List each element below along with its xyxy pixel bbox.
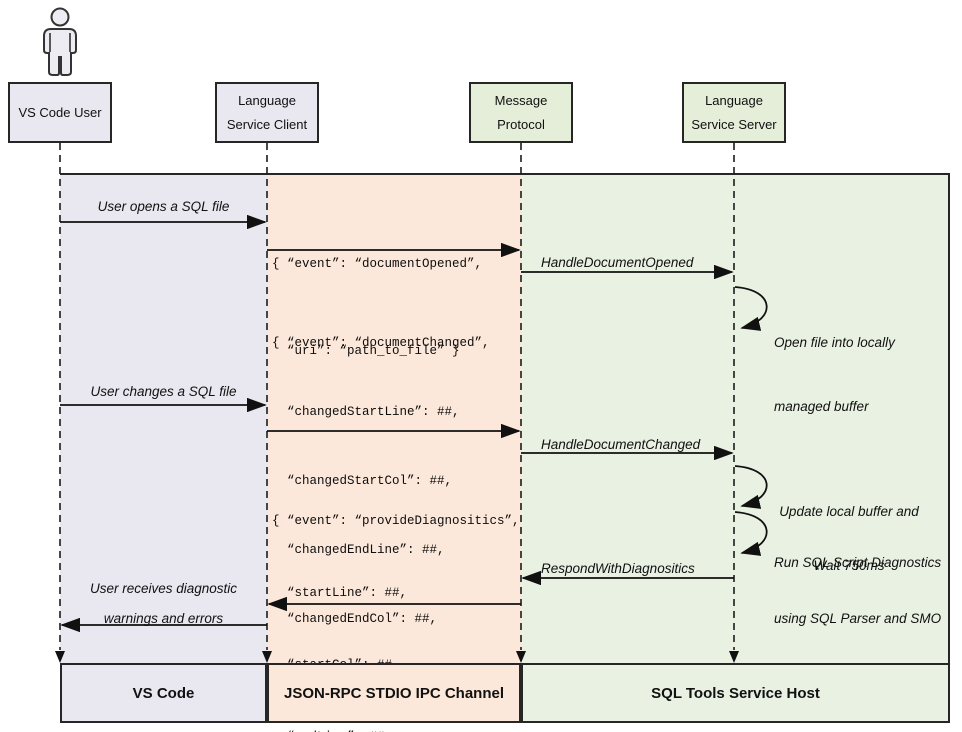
payload-line: “uri”: “path_to_file” }: [272, 344, 460, 358]
actor-person-icon: [43, 7, 77, 76]
lane-vscode: [60, 175, 267, 663]
actor-label: Language: [705, 92, 763, 108]
actor-label: VS Code User: [18, 104, 102, 120]
payload-line: “changedEndCol”: ##,: [272, 612, 438, 626]
message-label-handle-changed: HandleDocumentChanged: [541, 437, 701, 452]
lifeline-end-arrow-user: [55, 651, 65, 663]
payload-line: “startLine”: ##,: [272, 586, 408, 600]
message-label-user-opens: User opens a SQL file: [97, 199, 230, 214]
footer-label: VS Code: [132, 684, 195, 702]
footer-label: JSON-RPC STDIO IPC Channel: [283, 684, 505, 702]
message-label-line: User receives diagnostic: [89, 581, 238, 596]
actor-box-message-protocol: Message Protocol: [469, 82, 573, 143]
payload-line: “endLine”: ##,: [272, 725, 520, 732]
note-line: managed buffer: [774, 399, 869, 414]
note-open-buffer: Open file into locally managed buffer: [774, 295, 895, 455]
footer-box-ipc-channel: JSON-RPC STDIO IPC Channel: [267, 663, 521, 723]
payload-line: { “event”: “documentChanged”,: [272, 336, 490, 350]
note-line: Open file into locally: [774, 335, 895, 350]
payload-line: “changedStartLine”: ##,: [272, 405, 460, 419]
lane-ipc-channel: [267, 175, 521, 663]
message-label-user-changes: User changes a SQL file: [90, 384, 237, 399]
lifeline-end-arrow-protocol: [516, 651, 526, 663]
note-update-buffer: Update local buffer and Wait 750ms: [770, 471, 928, 606]
payload-line: { “event”: “provideDiagnositics”,: [272, 514, 520, 528]
loop-open-file-buffer: [734, 286, 768, 331]
footer-box-vscode: VS Code: [60, 663, 267, 723]
actor-label: Service Client: [226, 116, 308, 132]
actor-box-vscode-user: VS Code User: [8, 82, 112, 143]
message-label-handle-opened: HandleDocumentOpened: [541, 255, 694, 270]
actor-box-language-service-server: Language Service Server: [682, 82, 786, 143]
message-label-user-receives: User receives diagnostic warnings and er…: [60, 574, 267, 634]
actor-label: Message: [494, 92, 548, 108]
payload-line: “changedEndLine”: ##,: [272, 543, 445, 557]
message-label-respond: RespondWithDiagnositics: [541, 561, 695, 576]
actor-label: Protocol: [497, 116, 545, 132]
note-line: Wait 750ms: [813, 558, 885, 573]
payload-line: { “event”: “documentOpened”,: [272, 257, 483, 271]
note-line: Update local buffer and: [779, 504, 919, 519]
loop-update-buffer: [734, 465, 768, 509]
actor-box-language-service-client: Language Service Client: [215, 82, 319, 143]
message-label-line: warnings and errors: [103, 611, 224, 626]
payload-line: “changedStartCol”: ##,: [272, 474, 453, 488]
actor-label: Service Server: [691, 116, 777, 132]
note-run-diagnostics: Run SQL Script Diagnostics using SQL Par…: [774, 521, 941, 661]
note-line: Run SQL Script Diagnostics: [774, 555, 942, 570]
lifeline-end-arrow-client: [262, 651, 272, 663]
note-line: using SQL Parser and SMO: [774, 611, 942, 626]
payload-document-opened: { “event”: “documentOpened”, “uri”: “pat…: [272, 192, 482, 424]
footer-label: SQL Tools Service Host: [651, 684, 820, 702]
lifeline-end-arrow-server: [729, 651, 739, 663]
loop-run-diagnostics: [734, 511, 768, 556]
footer-box-service-host: SQL Tools Service Host: [521, 663, 950, 723]
actor-label: Language: [238, 92, 296, 108]
